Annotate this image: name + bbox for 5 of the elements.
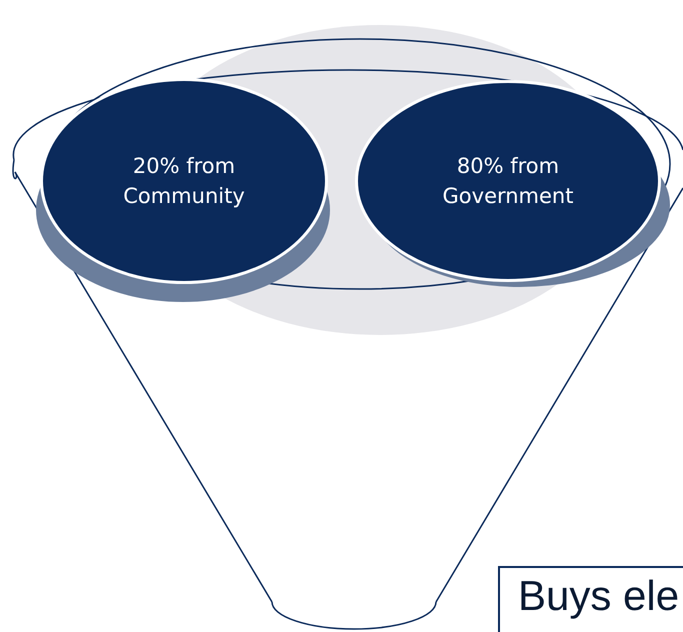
node-text: 80% from Government [442, 153, 574, 210]
node-text: 20% from Community [122, 153, 246, 210]
funding-ellipse [40, 78, 328, 284]
node-text: Buys ele [518, 572, 680, 620]
funding-ellipse [355, 80, 661, 282]
